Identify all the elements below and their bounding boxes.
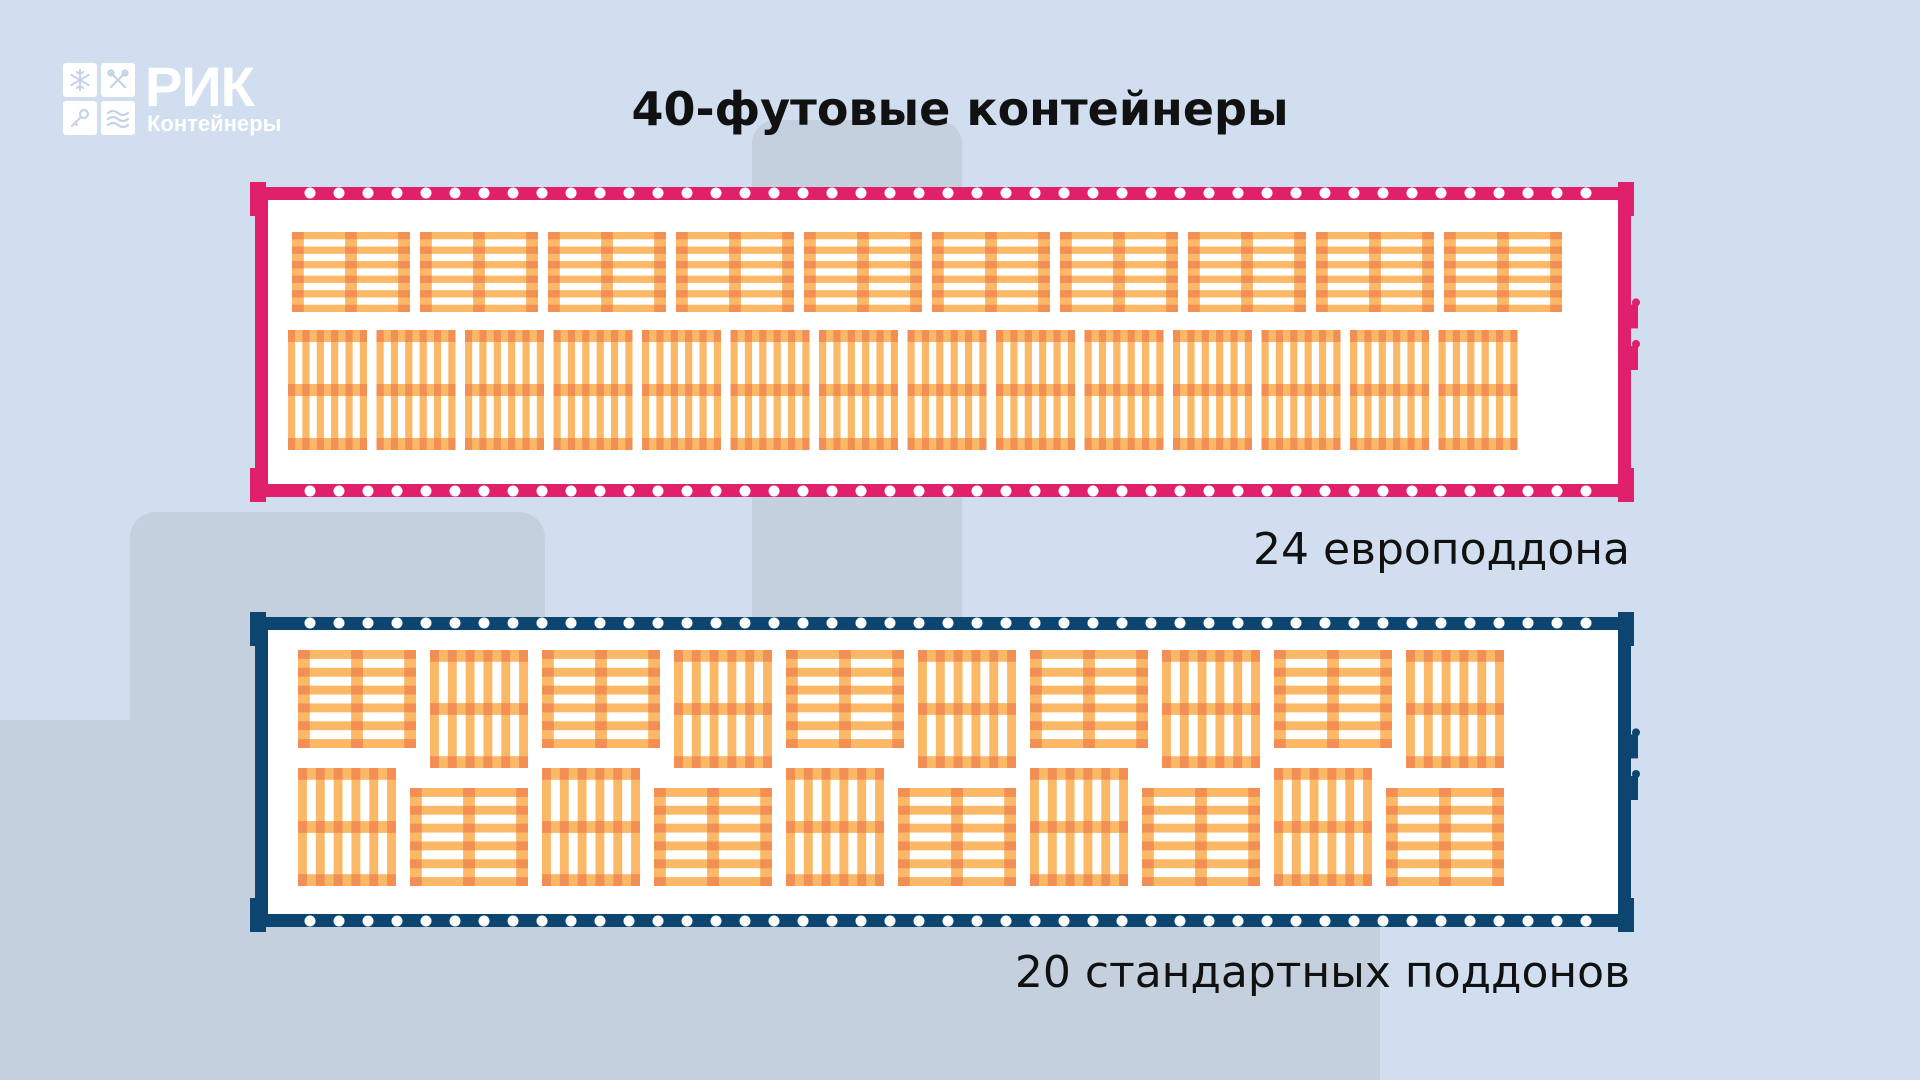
pallet [410, 788, 528, 886]
logo-icon-grid [63, 63, 135, 135]
pallet [1162, 650, 1260, 768]
company-logo: РИК Контейнеры [63, 59, 293, 139]
pallet [1142, 788, 1260, 886]
pallet [804, 232, 922, 312]
pallet [654, 788, 772, 886]
pallet [1274, 650, 1392, 748]
pallet [907, 330, 987, 450]
pallet [1444, 232, 1562, 312]
pallet [918, 650, 1016, 768]
pallet [553, 330, 633, 450]
pallet [288, 330, 367, 450]
pallet [898, 788, 1016, 886]
container-label-europallets: 24 европоддона [1252, 524, 1630, 575]
door-hinge [1630, 298, 1640, 370]
pallet [1274, 768, 1372, 886]
pallet [730, 330, 810, 450]
pallet [1060, 232, 1178, 312]
pallet [786, 768, 884, 886]
pallet [420, 232, 538, 312]
pallet [542, 768, 640, 886]
pallet [542, 650, 660, 748]
pallet [1316, 232, 1434, 312]
logo-subtitle: Контейнеры [147, 111, 282, 136]
pallet [1084, 330, 1164, 450]
pallet [996, 330, 1075, 450]
pallet [674, 650, 772, 768]
pallet [1386, 788, 1504, 886]
pallet [1030, 650, 1148, 748]
key-icon [63, 101, 97, 135]
pallet [1350, 330, 1429, 450]
pallet [1030, 768, 1128, 886]
waves-icon [101, 101, 135, 135]
pallet [1188, 232, 1306, 312]
pallet [676, 232, 794, 312]
container-corrugation [304, 617, 1592, 927]
pallet [430, 650, 528, 768]
pallet [1261, 330, 1341, 450]
pallet [465, 330, 544, 450]
pallet [1438, 330, 1518, 450]
logo-brand-text: РИК [145, 55, 255, 118]
pallet [298, 650, 416, 748]
page-title: 40-футовые контейнеры [631, 82, 1289, 136]
pallet [1406, 650, 1504, 768]
container-europallets [250, 182, 1640, 502]
pallet [642, 330, 721, 450]
pallet [548, 232, 666, 312]
tools-icon [101, 63, 135, 97]
snowflake-icon [63, 63, 97, 97]
pallet [292, 232, 410, 312]
pallet [819, 330, 898, 450]
pallet [376, 330, 456, 450]
container-label-standard-pallets: 20 стандартных поддонов [1014, 947, 1630, 998]
container-corrugation [304, 187, 1592, 497]
container-standard-pallets [250, 612, 1640, 932]
pallet [786, 650, 904, 748]
pallet [298, 768, 396, 886]
pallet [1173, 330, 1252, 450]
pallet [932, 232, 1050, 312]
door-hinge [1630, 728, 1640, 800]
